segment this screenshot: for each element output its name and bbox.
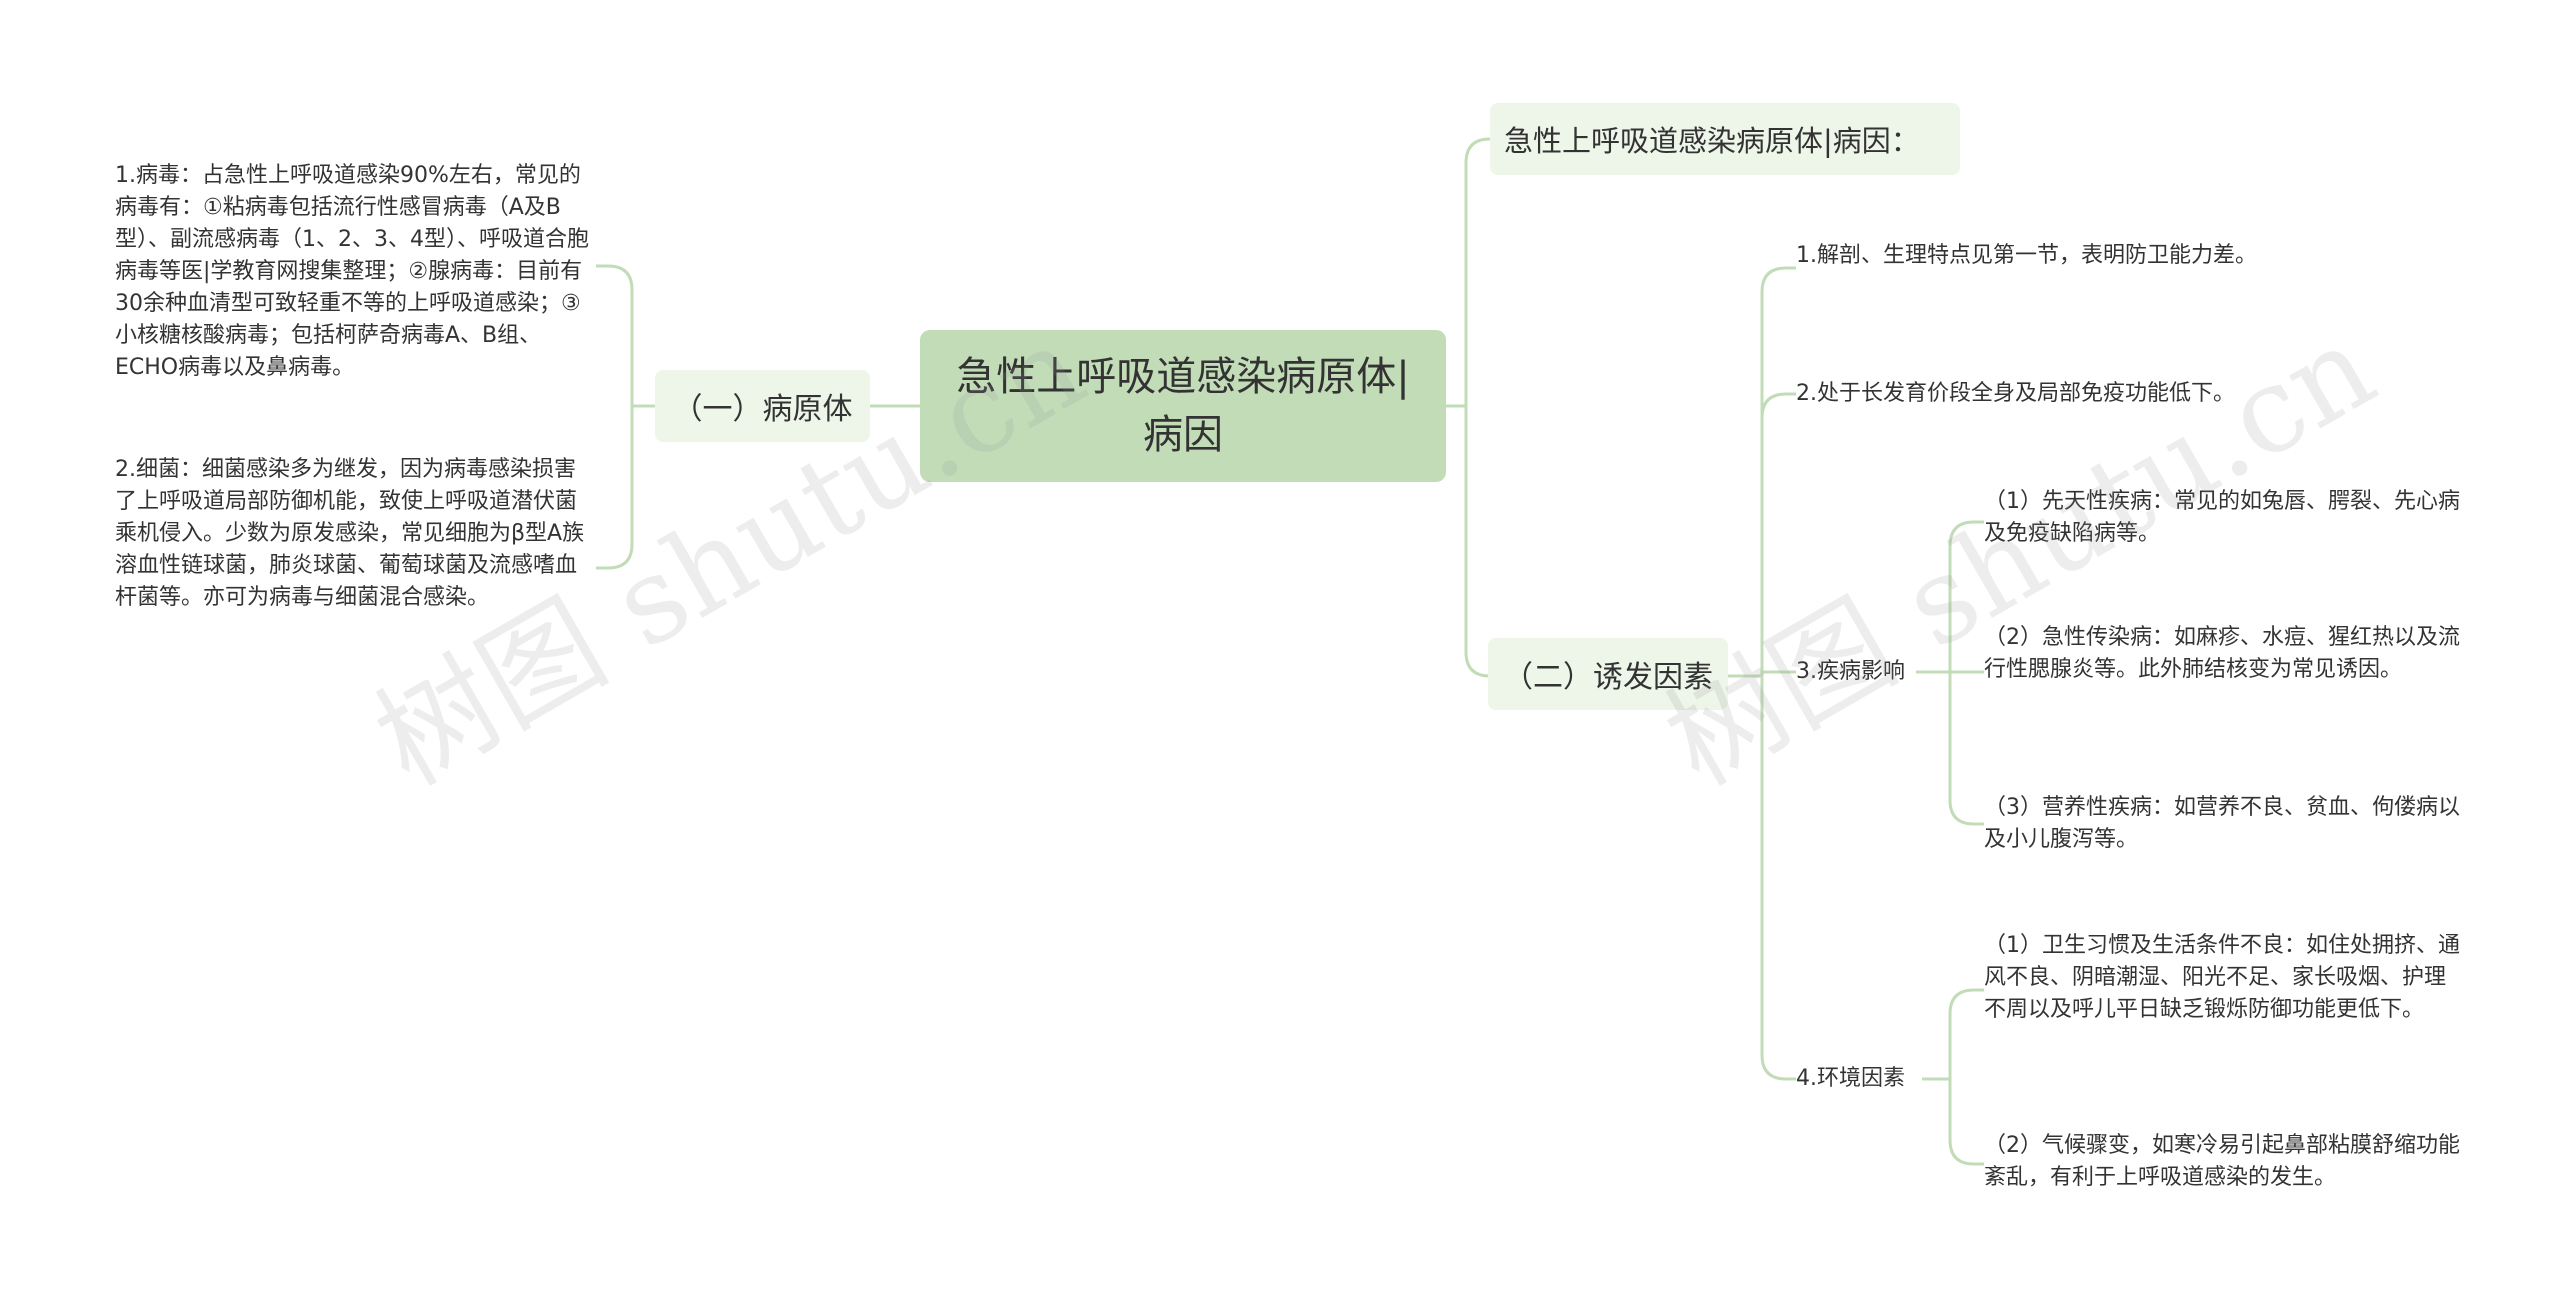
connector-item4-children [1922, 988, 1984, 1166]
item4-child-1-text: （1）卫生习惯及生活条件不良：如住处拥挤、通风不良、阴暗潮湿、阳光不足、家长吸烟… [1984, 933, 2460, 1022]
item3-child-1-text: （1）先天性疾病：常见的如兔唇、腭裂、先心病及免疫缺陷病等。 [1984, 489, 2460, 546]
item4-child-2-text: （2）气候骤变，如寒冷易引起鼻部粘膜舒缩功能紊乱，有利于上呼吸道感染的发生。 [1984, 1133, 2460, 1190]
left-leaf-virus: 1.病毒：占急性上呼吸道感染90%左右，常见的病毒有：①粘病毒包括流行性感冒病毒… [115, 160, 595, 384]
left-leaf-bacteria-text: 2.细菌：细菌感染多为继发，因为病毒感染损害了上呼吸道局部防御机能，致使上呼吸道… [115, 457, 585, 610]
root-node[interactable]: 急性上呼吸道感染病原体|病因 [920, 330, 1446, 482]
item4-child-2: （2）气候骤变，如寒冷易引起鼻部粘膜舒缩功能紊乱，有利于上呼吸道感染的发生。 [1984, 1130, 2464, 1194]
connector-right-items [1728, 266, 1796, 1081]
item3-child-1: （1）先天性疾病：常见的如兔唇、腭裂、先心病及免疫缺陷病等。 [1984, 486, 2464, 550]
right-item-1-text: 1.解剖、生理特点见第一节，表明防卫能力差。 [1796, 243, 2257, 268]
item4-child-1: （1）卫生习惯及生活条件不良：如住处拥挤、通风不良、阴暗潮湿、阳光不足、家长吸烟… [1984, 930, 2464, 1026]
right-item-4: 4.环境因素 [1796, 1063, 1905, 1095]
right-item-1: 1.解剖、生理特点见第一节，表明防卫能力差。 [1796, 240, 2286, 272]
right-item-2-text: 2.处于长发育价段全身及局部免疫功能低下。 [1796, 381, 2235, 406]
item3-child-2-text: （2）急性传染病：如麻疹、水痘、猩红热以及流行性腮腺炎等。此外肺结核变为常见诱因… [1984, 625, 2460, 682]
right-top-node[interactable]: 急性上呼吸道感染病原体|病因： [1490, 103, 1960, 175]
right-branch-title: （二）诱发因素 [1503, 660, 1713, 695]
item3-child-3: （3）营养性疾病：如营养不良、贫血、佝偻病以及小儿腹泻等。 [1984, 792, 2464, 856]
connector-item3-children [1916, 520, 1984, 826]
left-leaf-virus-text: 1.病毒：占急性上呼吸道感染90%左右，常见的病毒有：①粘病毒包括流行性感冒病毒… [115, 163, 589, 380]
right-item-3: 3.疾病影响 [1796, 656, 1905, 688]
item3-child-3-text: （3）营养性疾病：如营养不良、贫血、佝偻病以及小儿腹泻等。 [1984, 795, 2460, 852]
right-item-3-label: 3.疾病影响 [1796, 659, 1905, 684]
connector-root-right [1446, 137, 1500, 678]
right-item-4-label: 4.环境因素 [1796, 1066, 1905, 1091]
right-item-2: 2.处于长发育价段全身及局部免疫功能低下。 [1796, 378, 2235, 410]
root-title: 急性上呼吸道感染病原体|病因 [956, 354, 1410, 458]
left-leaf-bacteria: 2.细菌：细菌感染多为继发，因为病毒感染损害了上呼吸道局部防御机能，致使上呼吸道… [115, 454, 595, 614]
left-branch-node[interactable]: （一）病原体 [655, 370, 870, 442]
item3-child-2: （2）急性传染病：如麻疹、水痘、猩红热以及流行性腮腺炎等。此外肺结核变为常见诱因… [1984, 622, 2464, 686]
left-branch-title: （一）病原体 [672, 392, 853, 427]
right-branch-node[interactable]: （二）诱发因素 [1488, 638, 1728, 710]
right-top-title: 急性上呼吸道感染病原体|病因： [1504, 124, 1920, 158]
connector-left-leaves [596, 264, 655, 570]
